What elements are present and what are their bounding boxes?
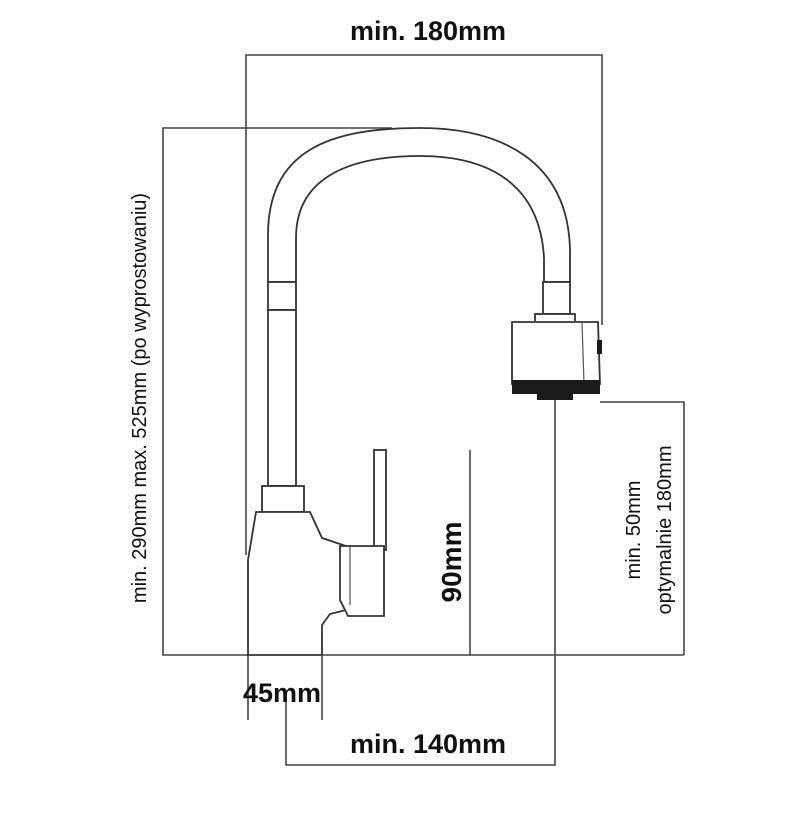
- column-collar: [261, 485, 305, 513]
- clearance-dimension-line: [600, 401, 685, 655]
- spray-head: [511, 321, 601, 385]
- spray-head-detail: [581, 321, 585, 385]
- height-label: min. 290mm max. 525mm (po wyprostowaniu): [129, 193, 151, 603]
- faucet-body: [247, 511, 347, 656]
- base-width-label: 45mm: [243, 678, 321, 708]
- top-width-label: min. 180mm: [350, 16, 506, 46]
- spray-head-aerator: [512, 380, 600, 394]
- faucet-column: [267, 309, 297, 487]
- top-width-dimension-line: [245, 54, 603, 555]
- gooseneck-spout: [267, 127, 571, 283]
- spout-lower-joint: [267, 281, 297, 311]
- spray-head-button: [597, 340, 602, 354]
- spout-reach-label: min. 140mm: [350, 729, 506, 759]
- faucet-illustration: [247, 127, 602, 656]
- spout-upper-joint: [542, 281, 571, 315]
- spray-head-nozzle: [537, 392, 573, 400]
- handle-height-label: 90mm: [436, 522, 467, 603]
- clearance-label-line1: min. 50mm: [623, 481, 645, 580]
- dimension-lines: [162, 54, 685, 766]
- handle-base: [339, 545, 385, 617]
- height-dimension-line: [162, 127, 392, 656]
- clearance-label-line2: optymalnie 180mm: [654, 446, 676, 615]
- handle-lever: [373, 449, 387, 551]
- spout-reach-dimension-line: [285, 400, 556, 766]
